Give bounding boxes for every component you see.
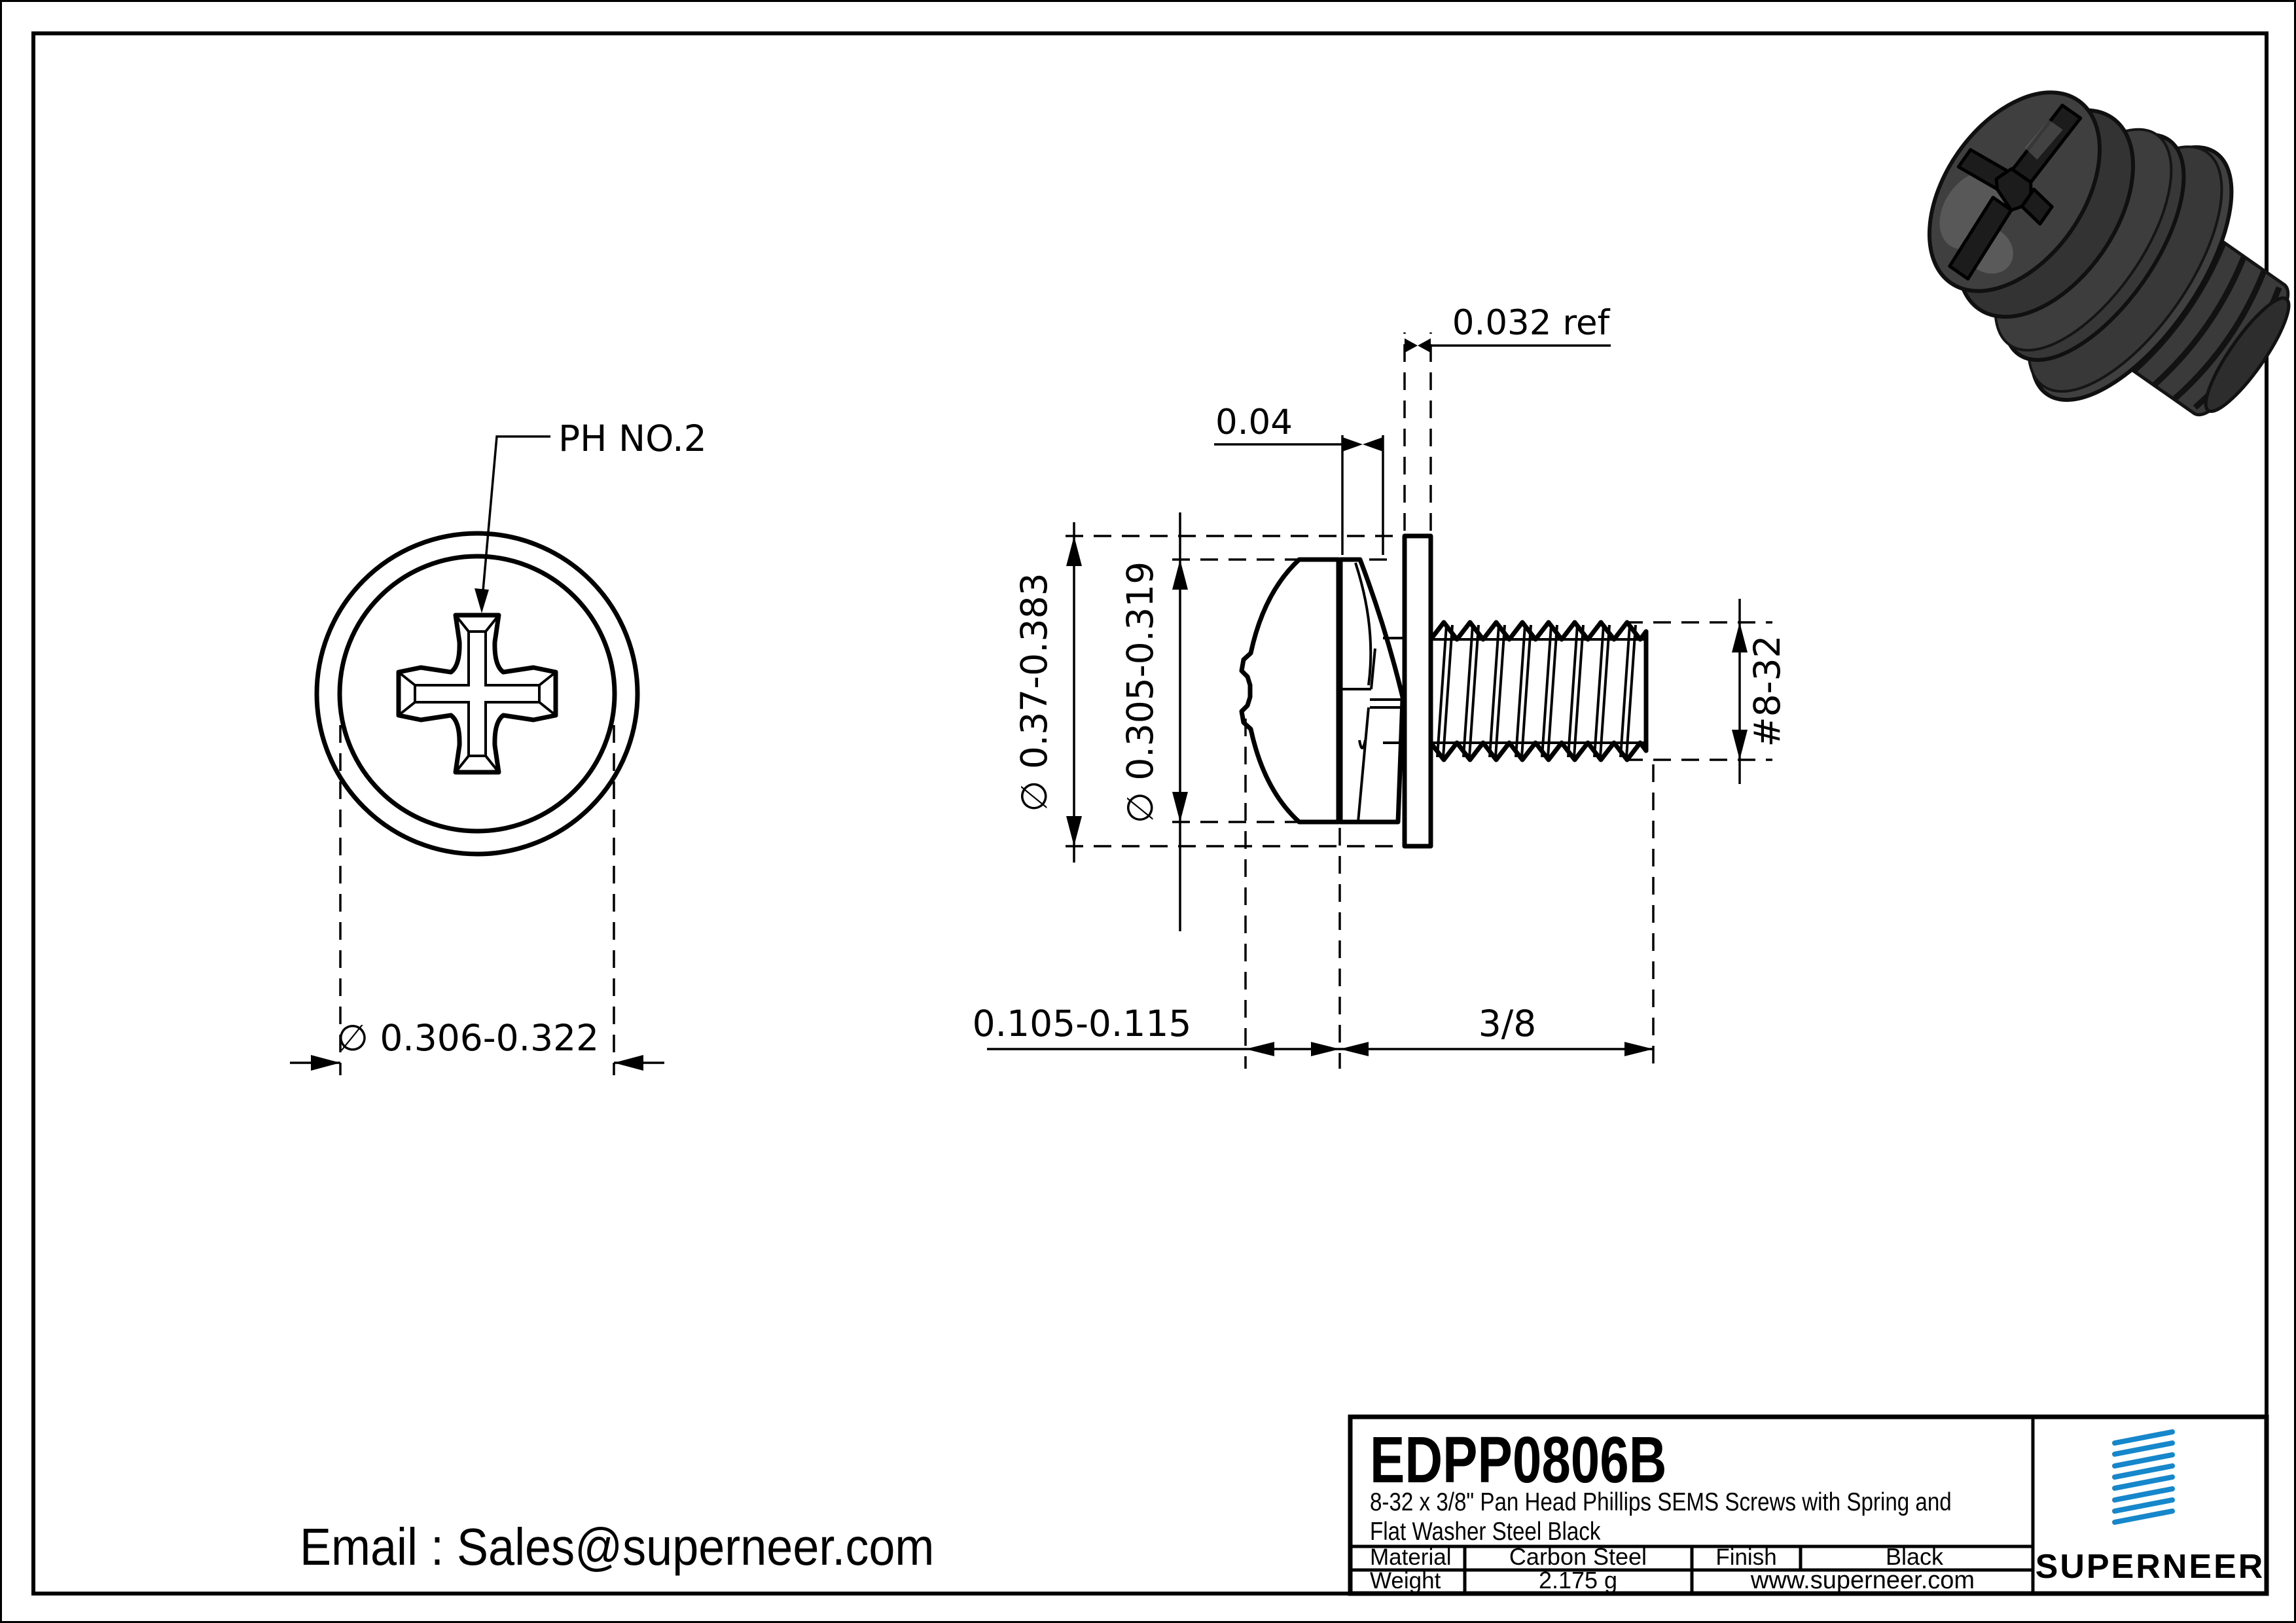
brand-logo bbox=[2112, 1429, 2175, 1525]
brand-name: SUPERNEER bbox=[2036, 1548, 2265, 1586]
weight-label: Weight bbox=[1370, 1568, 1441, 1594]
phillips-recess-outline bbox=[396, 613, 558, 775]
title-block: EDPP0806B 8-32 x 3/8" Pan Head Phillips … bbox=[1348, 1414, 2269, 1596]
part-number: EDPP0806B bbox=[1370, 1424, 1667, 1497]
flat-washer-thickness-label: 0.032 ref bbox=[1452, 303, 1611, 343]
ph-leader: PH NO.2 bbox=[475, 418, 707, 613]
part-number-wrap: EDPP0806B bbox=[1370, 1424, 1667, 1497]
weight-value: 2.175 g bbox=[1539, 1567, 1617, 1594]
dim-flat-washer-thickness: 0.032 ref bbox=[1403, 303, 1611, 531]
dim-head-height-and-length: 0.105-0.115 3/8 bbox=[973, 719, 1655, 1069]
email-text: Email : Sales@superneer.com bbox=[300, 1518, 934, 1577]
description-line2: Flat Washer Steel Black bbox=[1370, 1516, 1601, 1545]
ph-label: PH NO.2 bbox=[558, 418, 707, 459]
material-value: Carbon Steel bbox=[1509, 1543, 1647, 1570]
product-render-3d bbox=[1927, 90, 2291, 417]
head-height-label: 0.105-0.115 bbox=[973, 1003, 1192, 1044]
finish-label: Finish bbox=[1715, 1544, 1776, 1570]
description-line1-wrap: 8-32 x 3/8" Pan Head Phillips SEMS Screw… bbox=[1370, 1487, 1952, 1516]
dim-spring-washer-thickness: 0.04 bbox=[1214, 402, 1384, 555]
thread-spec-label: #8-32 bbox=[1746, 635, 1788, 747]
footer-email: Email : Sales@superneer.com bbox=[300, 1518, 934, 1577]
dim-flat-washer-od: ∅ 0.37-0.383 bbox=[1013, 522, 1412, 863]
front-view: PH NO.2 ∅ 0.306-0.322 bbox=[290, 418, 707, 1075]
front-diameter-dimension: ∅ 0.306-0.322 bbox=[290, 697, 664, 1075]
spring-thickness-label: 0.04 bbox=[1215, 402, 1293, 442]
website-link[interactable]: www.superneer.com bbox=[1750, 1567, 1975, 1594]
front-diameter-label: ∅ 0.306-0.322 bbox=[337, 1017, 599, 1059]
thread-length-label: 3/8 bbox=[1479, 1003, 1537, 1044]
finish-value: Black bbox=[1886, 1543, 1944, 1570]
flat-washer-profile bbox=[1402, 533, 1433, 849]
head-od-label: ∅ 0.305-0.319 bbox=[1119, 562, 1161, 823]
spring-washer bbox=[1338, 557, 1405, 825]
pan-head-profile bbox=[1239, 557, 1341, 825]
material-label: Material bbox=[1370, 1544, 1451, 1570]
pan-head-outline-circle bbox=[337, 554, 617, 834]
flat-washer-od-label: ∅ 0.37-0.383 bbox=[1013, 573, 1055, 812]
phillips-slot-inner bbox=[414, 630, 541, 757]
title-block-border bbox=[1348, 1414, 2269, 1596]
threaded-shank bbox=[1428, 620, 1649, 762]
dim-thread-spec: #8-32 bbox=[1625, 599, 1788, 784]
dim-head-od: ∅ 0.305-0.319 bbox=[1119, 512, 1390, 931]
flat-washer-outline-circle bbox=[314, 531, 640, 857]
description-line1: 8-32 x 3/8" Pan Head Phillips SEMS Screw… bbox=[1370, 1487, 1952, 1516]
description-line2-wrap: Flat Washer Steel Black bbox=[1370, 1516, 1601, 1545]
side-view: ∅ 0.37-0.383 ∅ 0.305-0.319 0.04 bbox=[973, 303, 1788, 1069]
phillips-tip-chamfers bbox=[397, 614, 557, 774]
sheet-border bbox=[31, 31, 2269, 1596]
